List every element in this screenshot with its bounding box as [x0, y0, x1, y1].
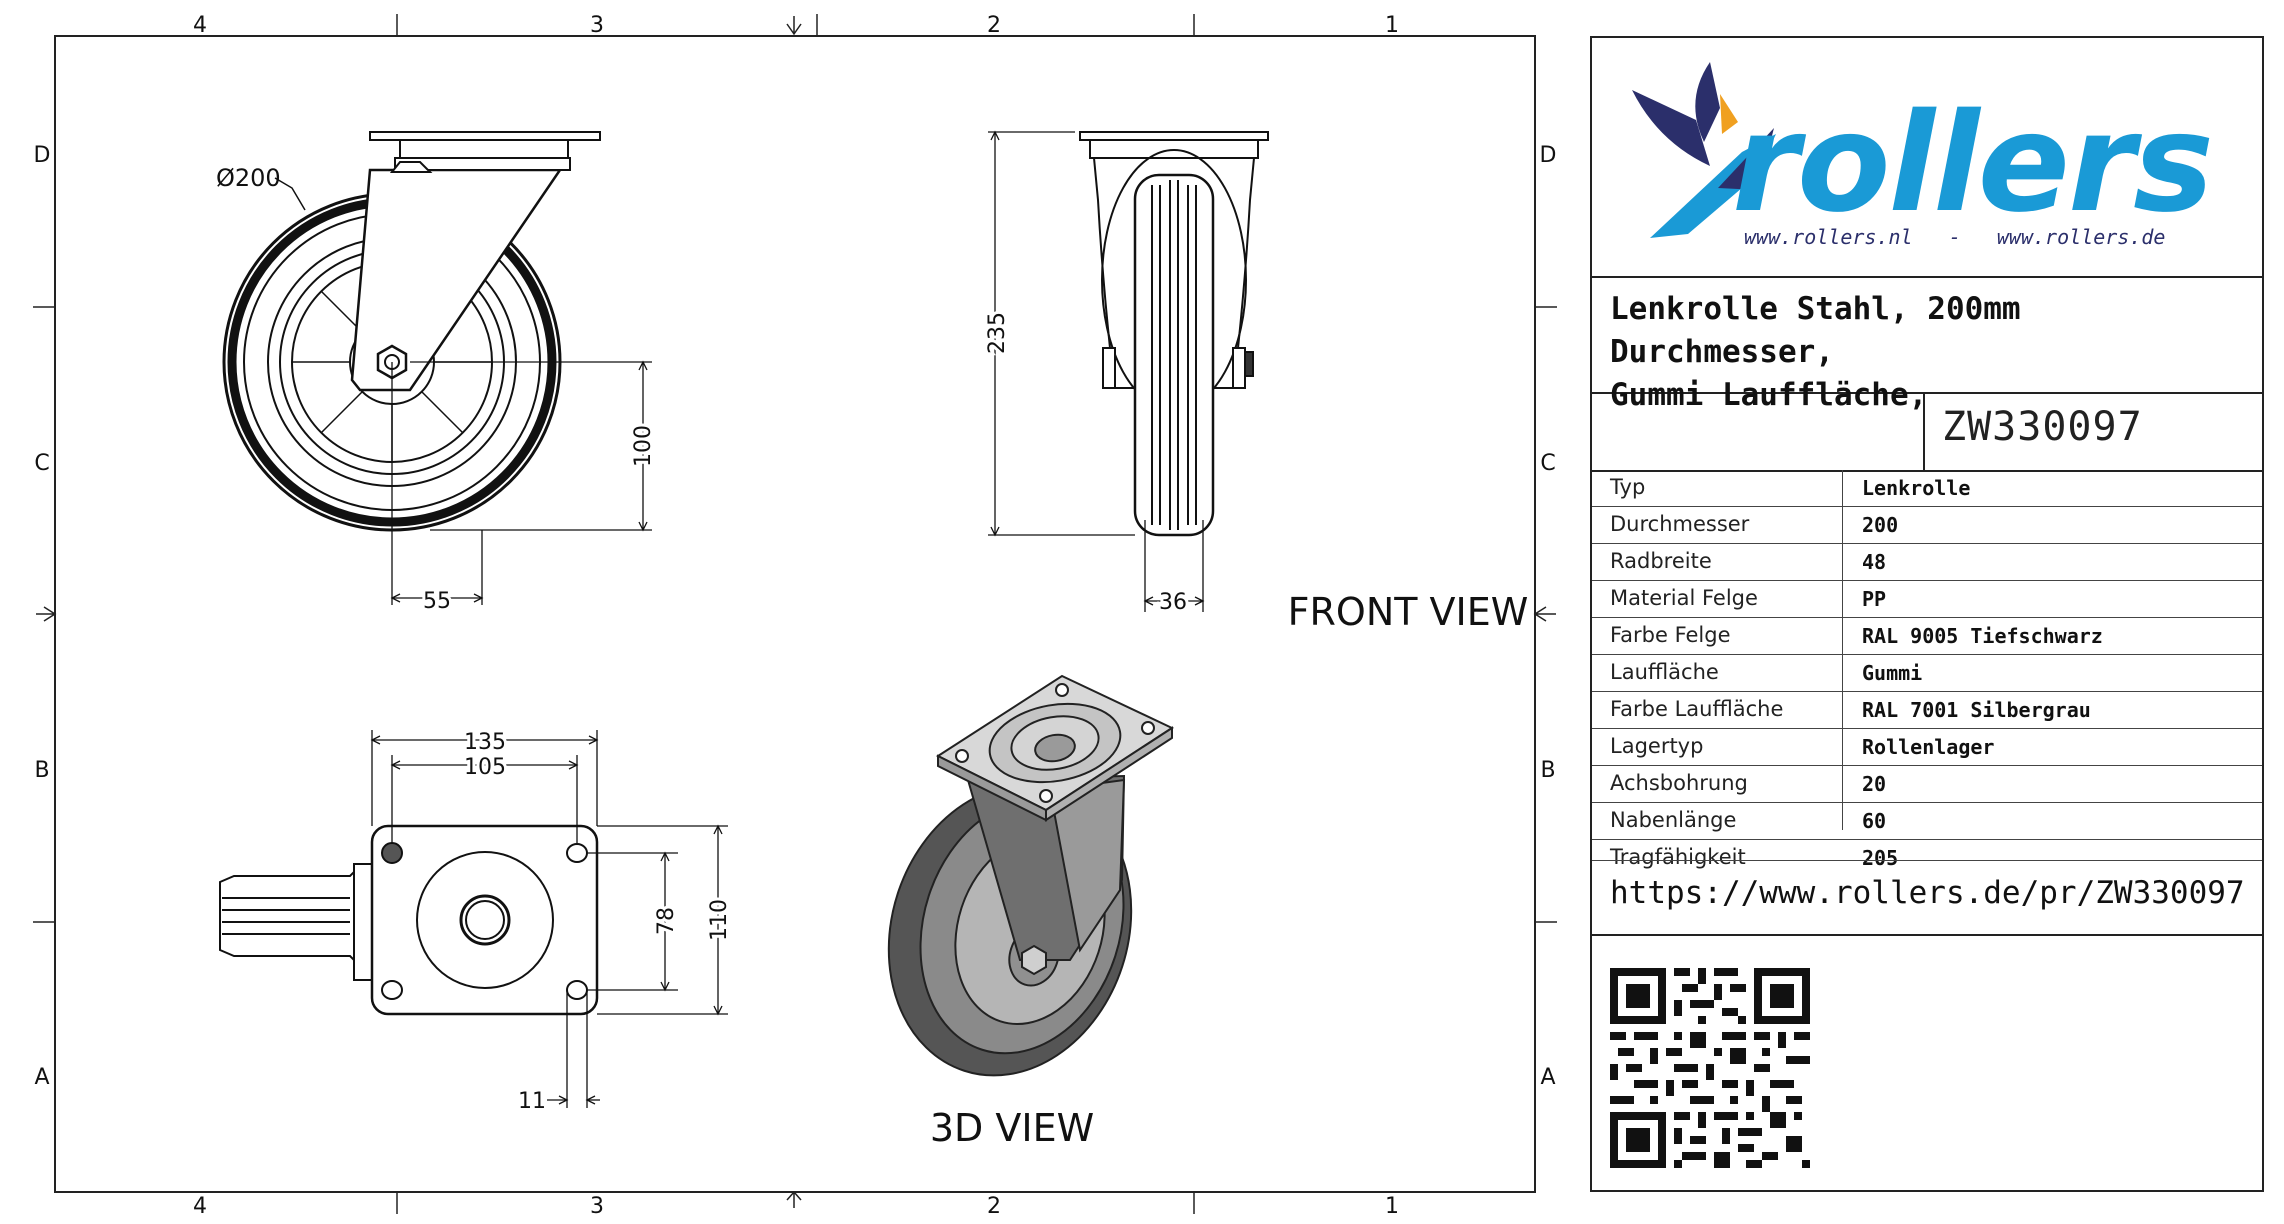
- spec-row: Farbe Felge RAL 9005 Tiefschwarz: [1592, 618, 2262, 655]
- rollers-logo: rollers www.rollers.nl - www.rollers.de: [1632, 62, 2214, 249]
- spec-row: Material Felge PP: [1592, 581, 2262, 618]
- part-title: Lenkrolle Stahl, 200mm Durchmesser, Gumm…: [1592, 276, 2262, 413]
- spec-row: Lagertyp Rollenlager: [1592, 729, 2262, 766]
- part-number: ZW330097: [1942, 404, 2143, 450]
- front-view-dimensions: [988, 130, 1205, 612]
- spec-row: Durchmesser 200: [1592, 507, 2262, 544]
- logo-websites: www.rollers.nl - www.rollers.de: [1744, 225, 2165, 249]
- top-view-dimensions: [370, 730, 728, 1108]
- top-plate-width-dim: 135: [464, 730, 506, 755]
- spec-value: Rollenlager: [1862, 735, 1995, 759]
- spec-row: Nabenlänge 60: [1592, 803, 2262, 840]
- side-height-dim: 100: [631, 425, 656, 467]
- side-offset-dim: 55: [423, 589, 451, 614]
- spec-row: Farbe Lauffläche RAL 7001 Silbergrau: [1592, 692, 2262, 729]
- spec-row: Radbreite 48: [1592, 544, 2262, 581]
- zone-row-left-b: B: [34, 758, 49, 783]
- zone-col-top-1: 1: [1385, 13, 1399, 38]
- spec-key: Nabenlänge: [1610, 808, 1737, 832]
- zone-row-right-c: C: [1540, 451, 1555, 476]
- spec-row: Lauffläche Gummi: [1592, 655, 2262, 692]
- top-plate-depth-dim: 110: [707, 899, 732, 941]
- zone-row-left-a: A: [34, 1065, 49, 1090]
- spec-value: Lenkrolle: [1862, 476, 1971, 500]
- iso-view-label: 3D VIEW: [930, 1106, 1094, 1150]
- spec-table-divider: [1842, 470, 1843, 830]
- front-height-dim: 235: [985, 312, 1010, 354]
- zone-row-right-d: D: [1540, 143, 1557, 168]
- spec-row: Typ Lenkrolle: [1592, 470, 2262, 507]
- front-width-dim: 36: [1159, 590, 1187, 615]
- logo-wordmark: rollers: [1732, 85, 2212, 243]
- part-number-divider: [1923, 394, 1925, 470]
- spec-value: PP: [1862, 587, 1887, 611]
- spec-key: Radbreite: [1610, 549, 1712, 573]
- top-hole-spacing-x-dim: 105: [464, 755, 506, 780]
- qr-code[interactable]: [1610, 968, 1810, 1168]
- title-block: rollers www.rollers.nl - www.rollers.de …: [1590, 36, 2264, 1192]
- spec-value: Gummi: [1862, 661, 1923, 685]
- front-view: [1079, 131, 1269, 537]
- zone-col-bottom-3: 3: [590, 1194, 604, 1219]
- spec-value: 60: [1862, 809, 1887, 833]
- spec-key: Lauffläche: [1610, 660, 1719, 684]
- spec-key: Material Felge: [1610, 586, 1758, 610]
- zone-col-top-2: 2: [987, 13, 1001, 38]
- product-url[interactable]: https://www.rollers.de/pr/ZW330097: [1592, 860, 2262, 936]
- zone-col-bottom-1: 1: [1385, 1194, 1399, 1219]
- spec-value: RAL 9005 Tiefschwarz: [1862, 624, 2103, 648]
- side-diameter-label: Ø200: [216, 164, 281, 192]
- top-hole-spacing-y-dim: 78: [654, 907, 679, 935]
- top-view: [219, 824, 599, 1016]
- spec-key: Durchmesser: [1610, 512, 1750, 536]
- zone-col-top-4: 4: [193, 13, 207, 38]
- zone-col-top-3: 3: [590, 13, 604, 38]
- zone-col-bottom-2: 2: [987, 1194, 1001, 1219]
- zone-row-right-b: B: [1540, 758, 1555, 783]
- spec-key: Farbe Felge: [1610, 623, 1731, 647]
- front-view-label: FRONT VIEW: [1288, 590, 1529, 634]
- spec-key: Typ: [1610, 475, 1646, 499]
- side-view-dimensions: [390, 360, 652, 605]
- spec-key: Achsbohrung: [1610, 771, 1748, 795]
- spec-key: Tragfähigkeit: [1610, 845, 1746, 869]
- spec-row: Tragfähigkeit 205: [1592, 840, 2262, 876]
- zone-row-left-c: C: [34, 451, 49, 476]
- spec-value: 20: [1862, 772, 1887, 796]
- spec-value: 205: [1862, 846, 1899, 870]
- spec-value: 200: [1862, 513, 1899, 537]
- zone-col-bottom-4: 4: [193, 1194, 207, 1219]
- spec-key: Farbe Lauffläche: [1610, 697, 1784, 721]
- part-number-row: ZW330097: [1592, 394, 2262, 472]
- top-hole-dia-dim: 11: [518, 1089, 546, 1114]
- spec-value: 48: [1862, 550, 1887, 574]
- zone-row-right-a: A: [1540, 1065, 1555, 1090]
- spec-value: RAL 7001 Silbergrau: [1862, 698, 2091, 722]
- iso-view: [887, 674, 1175, 1077]
- zone-row-left-d: D: [34, 143, 51, 168]
- logo-panel: rollers www.rollers.nl - www.rollers.de: [1592, 38, 2262, 278]
- spec-row: Achsbohrung 20: [1592, 766, 2262, 803]
- spec-key: Lagertyp: [1610, 734, 1704, 758]
